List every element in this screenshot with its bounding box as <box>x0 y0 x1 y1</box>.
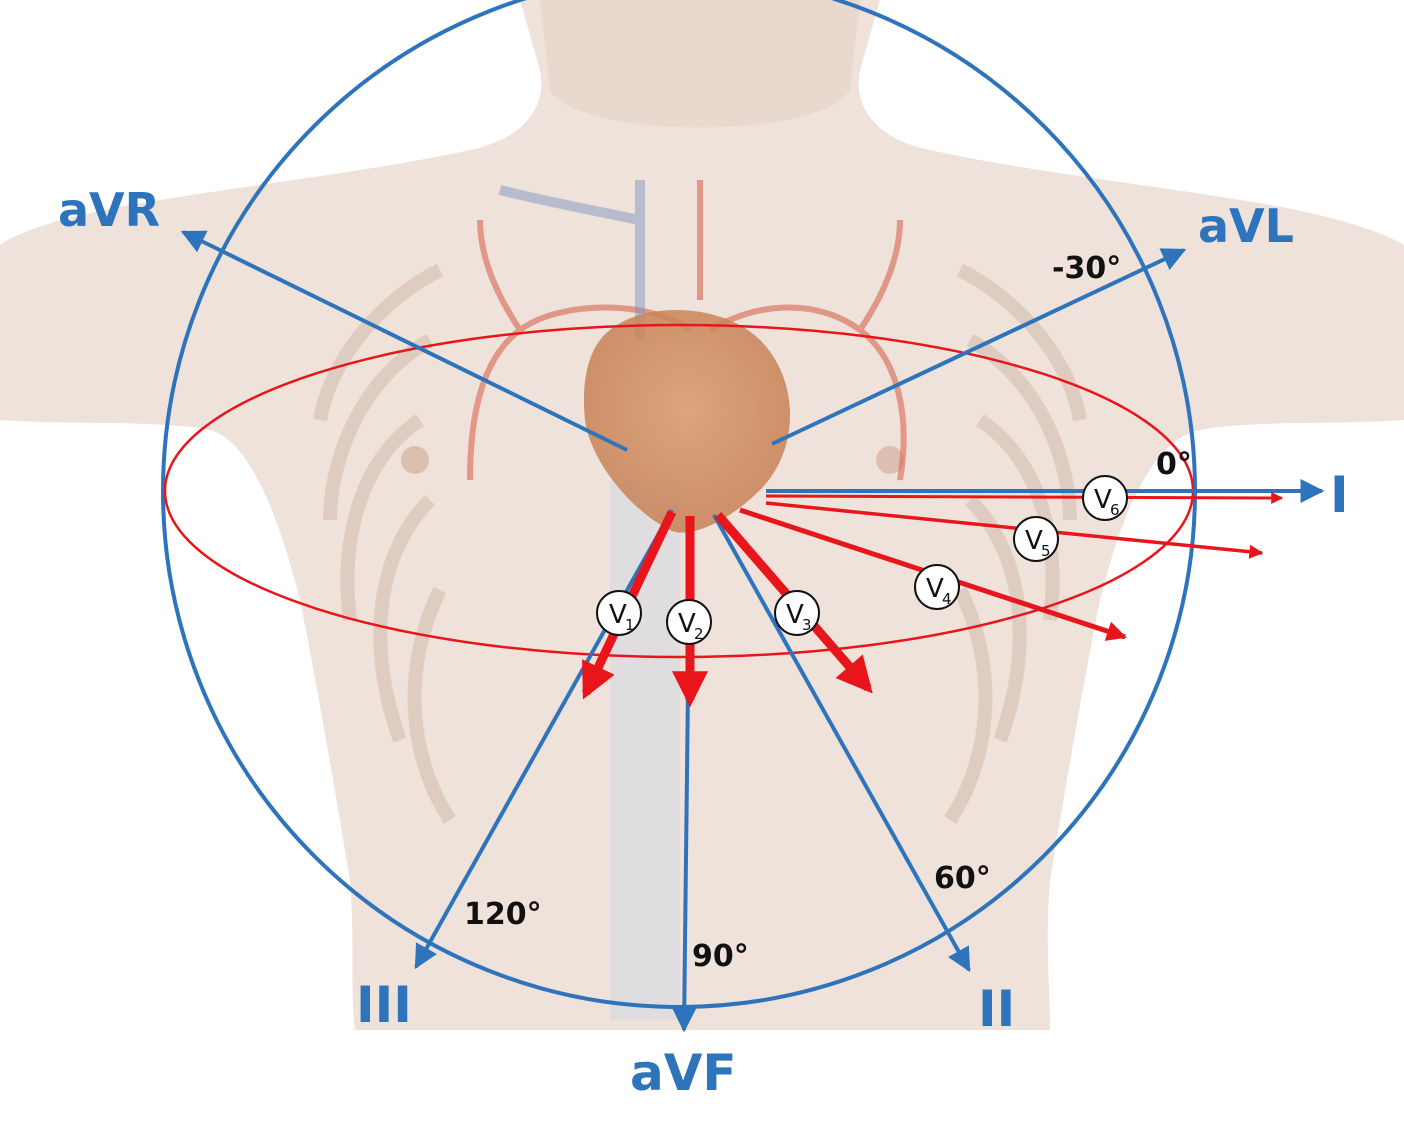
badge-v5: V 5 <box>1013 516 1059 562</box>
axis-ii <box>712 514 971 973</box>
limb-lead-axes <box>180 230 1325 1033</box>
rib-cage <box>313 263 1087 824</box>
veins <box>498 180 645 340</box>
angle-ninety: 90° <box>692 939 749 974</box>
badge-v6-sub: 6 <box>1110 501 1120 519</box>
label-avf: aVF <box>630 1044 737 1102</box>
label-ii: II <box>978 980 1015 1038</box>
arteries <box>467 180 907 481</box>
nipple-left <box>401 446 429 474</box>
axis-iii <box>414 509 674 970</box>
angle-zero: 0° <box>1156 447 1192 482</box>
heart <box>583 310 790 533</box>
badge-v3-sub: 3 <box>802 616 812 634</box>
vector-v5 <box>765 501 1264 559</box>
vector-v6 <box>765 491 1284 504</box>
label-avr: aVR <box>58 183 160 237</box>
label-i: I <box>1330 466 1349 524</box>
badge-v4: V 4 <box>914 564 960 610</box>
badge-v1: V 1 <box>596 590 642 636</box>
axis-avr <box>180 230 628 452</box>
badge-v3-letter: V <box>786 600 804 630</box>
angle-minus30: -30° <box>1052 251 1121 286</box>
badge-v5-sub: 5 <box>1041 542 1051 560</box>
badge-v6: V 6 <box>1082 475 1128 521</box>
angle-sixty: 60° <box>934 861 991 896</box>
badge-v3: V 3 <box>774 590 820 636</box>
badge-v2: V 2 <box>666 599 712 645</box>
badge-v1-letter: V <box>609 600 627 630</box>
badge-v2-letter: V <box>678 609 696 639</box>
badge-v4-sub: 4 <box>942 590 952 608</box>
badge-v4-letter: V <box>926 574 944 604</box>
torso-illustration <box>0 0 1404 1030</box>
badge-v6-letter: V <box>1094 485 1112 515</box>
angle-one-twenty: 120° <box>464 897 542 932</box>
axis-avl <box>771 248 1187 446</box>
label-avl: aVL <box>1198 199 1294 253</box>
badge-v5-letter: V <box>1025 526 1043 556</box>
label-iii: III <box>356 976 412 1034</box>
neck <box>540 0 860 128</box>
nipple-right <box>876 446 904 474</box>
badge-v2-sub: 2 <box>694 625 704 643</box>
badge-v1-sub: 1 <box>625 616 635 634</box>
